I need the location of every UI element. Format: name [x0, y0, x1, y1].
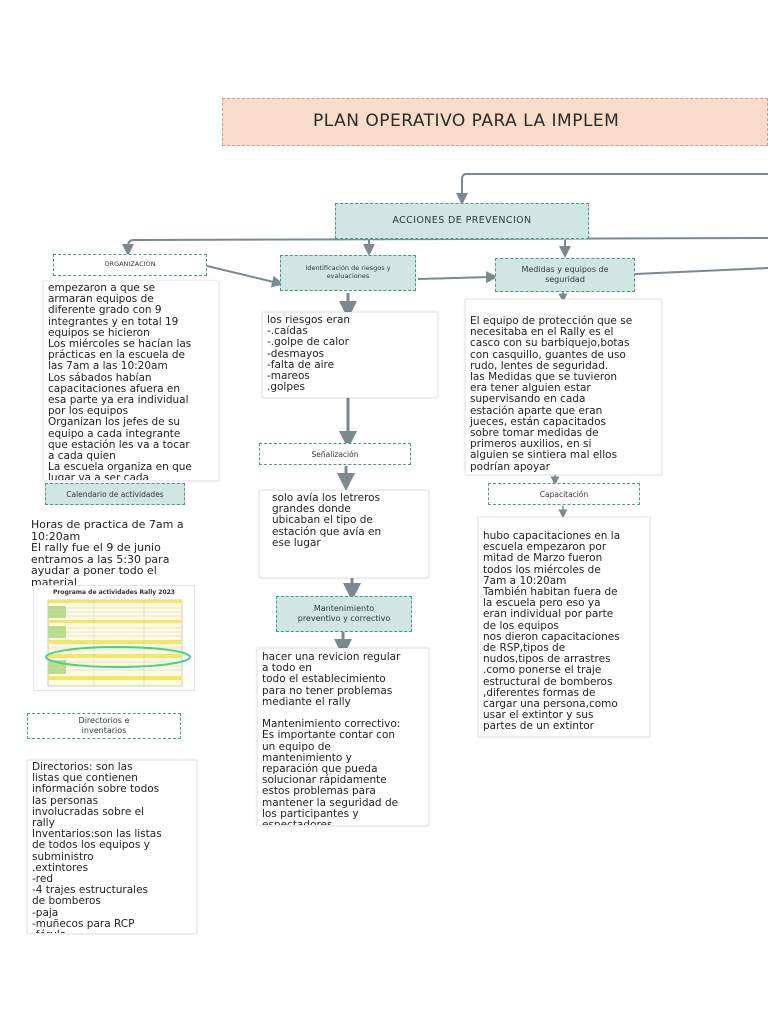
text-organizacion: empezaron a que se armaran equipos de di… — [43, 281, 219, 481]
text-directorios: Directorios: son las listas que contiene… — [27, 760, 197, 934]
node-capacitacion[interactable]: Capacitación — [488, 483, 640, 505]
node-identificacion-riesgos[interactable]: Identificación de riesgos y evaluaciones — [280, 255, 416, 291]
node-mantenimiento[interactable]: Mantenimiento preventivo y correctivo — [276, 596, 412, 632]
text-capacitacion: hubo capacitaciones en la escuela empeza… — [478, 517, 650, 737]
activity-schedule-image: Programa de actividades Rally 2023 — [33, 585, 195, 691]
node-calendario[interactable]: Calendario de actividades — [45, 483, 185, 505]
schedule-table-graphic — [45, 599, 191, 687]
text-riesgos: los riesgos eran -.caídas -.golpe de cal… — [262, 312, 438, 398]
text-medidas: El equipo de protección que se necesitab… — [465, 299, 662, 475]
node-acciones-prevencion[interactable]: ACCIONES DE PREVENCION — [335, 203, 589, 239]
node-senalizacion[interactable]: Señalización — [259, 443, 411, 465]
page-title: PLAN OPERATIVO PARA LA IMPLEM — [313, 111, 620, 131]
schedule-title: Programa de actividades Rally 2023 — [53, 589, 175, 596]
title-banner: PLAN OPERATIVO PARA LA IMPLEM — [222, 98, 768, 146]
node-medidas-equipos[interactable]: Medidas y equipos de seguridad — [495, 258, 635, 292]
text-mantenimiento: hacer una revicion regular a todo en tod… — [257, 648, 429, 826]
node-directorios[interactable]: Directorios e inventarios — [27, 713, 181, 739]
text-senalizacion: solo avía los letreros grandes donde ubi… — [259, 490, 429, 578]
node-organizacion[interactable]: ORGANIZACION — [53, 254, 207, 276]
